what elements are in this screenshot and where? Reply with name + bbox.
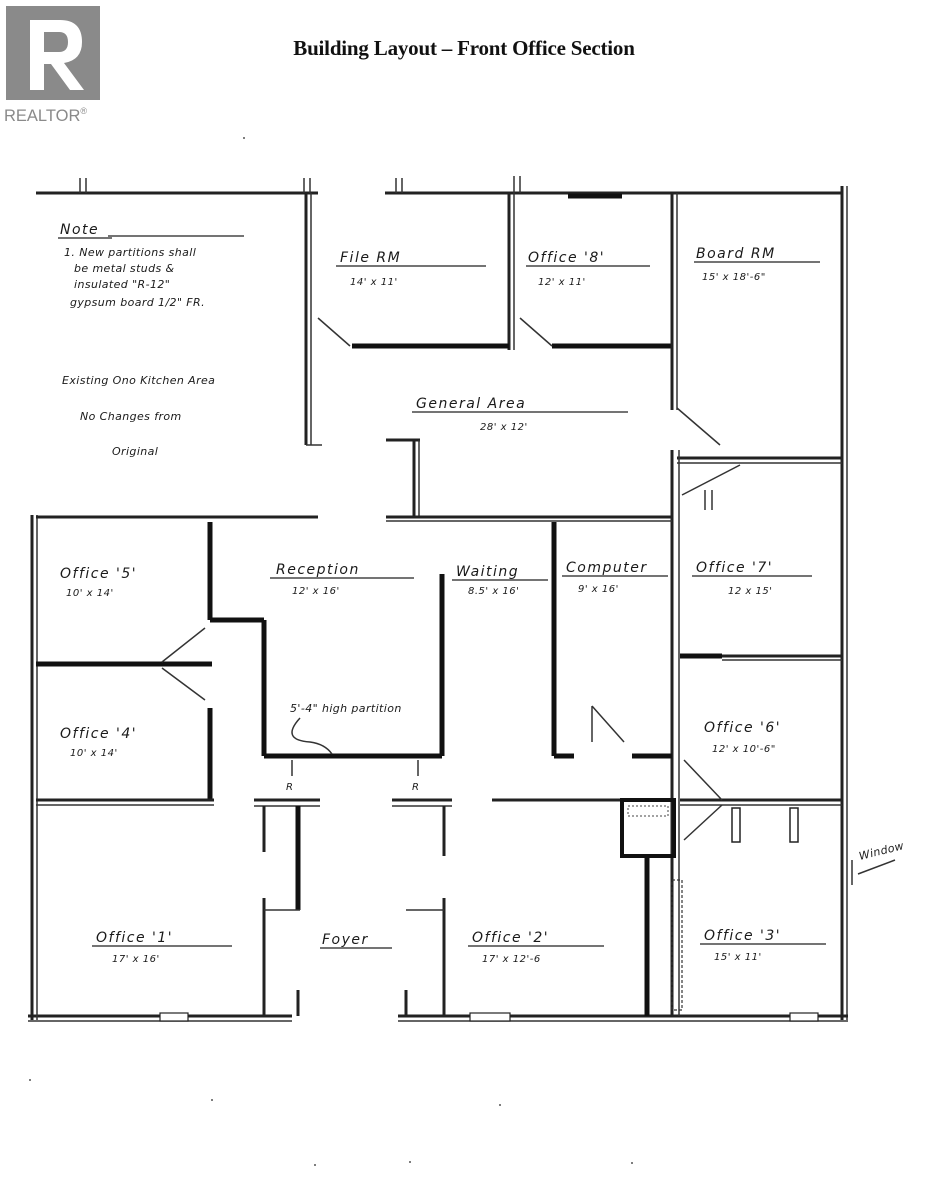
room-dim-office-8: 12' x 11' — [538, 277, 586, 288]
room-dim-file-rm: 14' x 11' — [350, 277, 398, 288]
room-label-general-area: General Area — [416, 396, 526, 412]
room-dim-office-1: 17' x 16' — [112, 954, 160, 965]
room-label-office-2: Office '2' — [472, 930, 549, 946]
room-label-office-7: Office '7' — [696, 560, 773, 576]
note-line-4: gypsum board 1/2" FR. — [70, 296, 205, 309]
room-label-board-rm: Board RM — [696, 246, 776, 262]
room-labels: File RM 14' x 11' Office '8' 12' x 11' B… — [60, 246, 826, 965]
room-dim-reception: 12' x 16' — [292, 586, 340, 597]
room-label-office-4: Office '4' — [60, 726, 137, 742]
room-dim-office-4: 10' x 14' — [70, 748, 118, 759]
annotations: 5'-4" high partition Window — [290, 702, 905, 863]
room-dim-waiting: 8.5' x 16' — [468, 586, 519, 597]
notes-block: Note 1. New partitions shall be metal st… — [58, 222, 244, 458]
realtor-r-icon — [30, 20, 84, 90]
room-dim-office-3: 15' x 11' — [714, 952, 762, 963]
page-title: Building Layout – Front Office Section — [293, 36, 635, 60]
realtor-logo: REALTOR® — [4, 6, 100, 125]
notes-heading: Note — [60, 222, 99, 238]
partition-annotation: 5'-4" high partition — [290, 702, 402, 715]
room-label-office-3: Office '3' — [704, 928, 781, 944]
room-label-foyer: Foyer — [322, 932, 369, 948]
note-line-1: 1. New partitions shall — [64, 246, 196, 259]
room-dim-office-5: 10' x 14' — [66, 588, 114, 599]
svg-text:R: R — [286, 782, 293, 793]
room-dim-board-rm: 15' x 18'-6" — [702, 272, 766, 283]
room-label-office-8: Office '8' — [528, 250, 605, 266]
remark-line-2: No Changes from — [80, 410, 182, 423]
room-label-office-6: Office '6' — [704, 720, 781, 736]
room-dim-office-2: 17' x 12'-6 — [482, 954, 541, 965]
note-line-2: be metal studs & — [74, 262, 175, 275]
room-label-file-rm: File RM — [340, 250, 401, 266]
room-label-office-5: Office '5' — [60, 566, 137, 582]
room-dim-general-area: 28' x 12' — [480, 422, 528, 433]
interior-walls: R R — [36, 193, 896, 1016]
svg-text:R: R — [412, 782, 419, 793]
note-line-3: insulated "R-12" — [74, 278, 170, 291]
room-dim-office-7: 12 x 15' — [728, 586, 772, 597]
room-dim-office-6: 12' x 10'-6" — [712, 744, 776, 755]
scan-specks — [29, 137, 633, 1166]
remark-line-1: Existing Ono Kitchen Area — [62, 374, 215, 387]
room-dim-computer: 9' x 16' — [578, 584, 619, 595]
room-label-computer: Computer — [566, 560, 648, 576]
room-label-waiting: Waiting — [456, 564, 519, 580]
realtor-logo-text: REALTOR® — [4, 106, 87, 125]
room-label-reception: Reception — [276, 562, 360, 578]
room-label-office-1: Office '1' — [96, 930, 173, 946]
window-annotation: Window — [858, 839, 906, 863]
remark-line-3: Original — [112, 445, 158, 458]
